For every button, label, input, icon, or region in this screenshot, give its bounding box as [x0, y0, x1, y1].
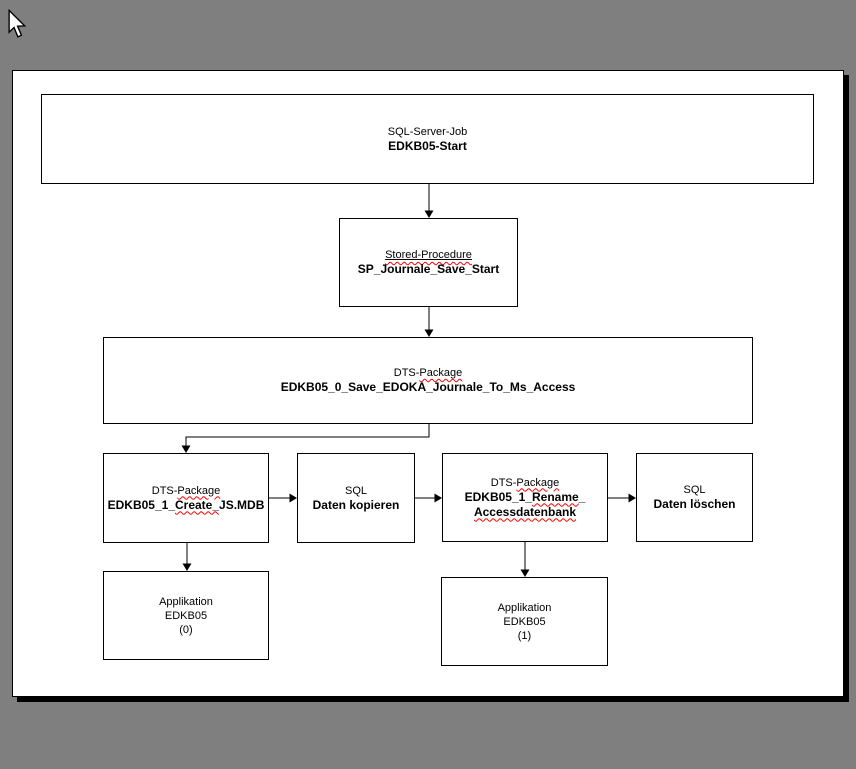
flow-box-text-line: Applikation — [498, 601, 552, 615]
flow-box-text-line: DTS-Package — [152, 484, 220, 498]
flow-box-text-line: SQL — [683, 483, 705, 497]
flow-box-text-line: DTS-Package — [491, 476, 559, 490]
flow-box-text-segment: (0) — [179, 623, 193, 636]
flow-box-text-segment: SQL — [683, 484, 706, 496]
flow-box-text-segment: Create_ — [175, 497, 220, 512]
flow-box-text-line: (0) — [179, 623, 192, 637]
flow-box-text-segment: EDKB05-Start — [388, 138, 467, 153]
flow-box-text-line: EDKB05_0_Save_EDOKA_Journale_To_Ms_Acces… — [281, 380, 576, 395]
flow-box-text-segment: Package — [419, 367, 463, 379]
flow-box-text-line: EDKB05 — [503, 615, 545, 629]
flow-box-text-segment: Package — [516, 476, 560, 489]
flow-box-text-segment: EDKB05_1_ — [464, 489, 532, 504]
flow-box-text-line: Accessdatenbank — [474, 505, 576, 520]
flow-box-text-segment: SQL-Server-Job — [387, 125, 468, 138]
flow-box-text-segment: Accessdatenbank — [473, 504, 577, 519]
flow-box-text-segment: SQL — [344, 484, 367, 497]
flow-box-text-segment: Daten kopieren — [312, 497, 400, 512]
arrowhead-right-icon — [434, 493, 442, 503]
flow-box-text-segment: Daten löschen — [653, 497, 736, 511]
arrowhead-down-icon — [182, 563, 192, 571]
arrowhead-down-icon — [424, 329, 434, 337]
flow-box-text-segment: _ — [578, 489, 586, 504]
connector-package-to-create — [185, 424, 430, 446]
flow-box-text-segment: Package — [177, 484, 221, 497]
flow-box-text-segment: (1) — [517, 629, 532, 642]
flow-box-text-line: DTS-Package — [394, 366, 462, 380]
flow-box-text-segment: EDKB05 — [503, 615, 546, 628]
flow-box-text-line: (1) — [518, 629, 531, 643]
arrowhead-right-icon — [628, 493, 636, 503]
flow-box-text-segment: DTS- — [393, 367, 420, 379]
flow-box-text-segment: EDKB05_1_ — [107, 497, 175, 512]
flow-box-text-line: EDKB05_1_Create_JS.MDB — [108, 498, 265, 513]
arrowhead-right-icon — [289, 493, 297, 503]
flow-box-text-segment: EDKB05_0_Save_EDOKA_Journale_To_Ms_Acces… — [280, 380, 576, 394]
arrowhead-down-icon — [520, 569, 530, 577]
flow-box-text-line: SQL-Server-Job — [388, 125, 467, 139]
flow-box-text-line: EDKB05 — [165, 609, 207, 623]
flow-box-text-line: SP_Journale_Save_Start — [358, 262, 499, 277]
flow-box-text-segment: Applikation — [159, 595, 213, 608]
flow-box-text-line: Daten löschen — [653, 497, 735, 512]
flow-box-text-line: SQL — [345, 484, 367, 498]
flow-box-text-segment: DTS- — [151, 484, 178, 497]
flow-box-text-segment: Stored-Procedure — [385, 249, 472, 261]
flow-box-text-line: Applikation — [159, 595, 213, 609]
flow-box-text-line: Daten kopieren — [313, 498, 400, 513]
flow-box-text-segment: Rename — [532, 489, 579, 504]
flow-box-text-segment: SP_Journale_Save_Start — [357, 262, 500, 276]
arrowhead-down-icon — [424, 210, 434, 218]
flow-box-text-segment: Applikation — [497, 601, 552, 614]
flow-box-text-segment: EDKB05 — [164, 609, 208, 622]
flow-box-text-line: Stored-Procedure — [385, 248, 472, 262]
flow-box-text-segment: JS.MDB — [219, 497, 265, 512]
arrowhead-down-icon — [181, 445, 191, 453]
mouse-arrow-cursor-icon — [8, 9, 27, 38]
flow-box-text-line: EDKB05-Start — [388, 139, 467, 154]
flow-box-text-segment: DTS- — [490, 476, 517, 489]
flow-box-text-line: EDKB05_1_Rename_ — [465, 490, 586, 505]
